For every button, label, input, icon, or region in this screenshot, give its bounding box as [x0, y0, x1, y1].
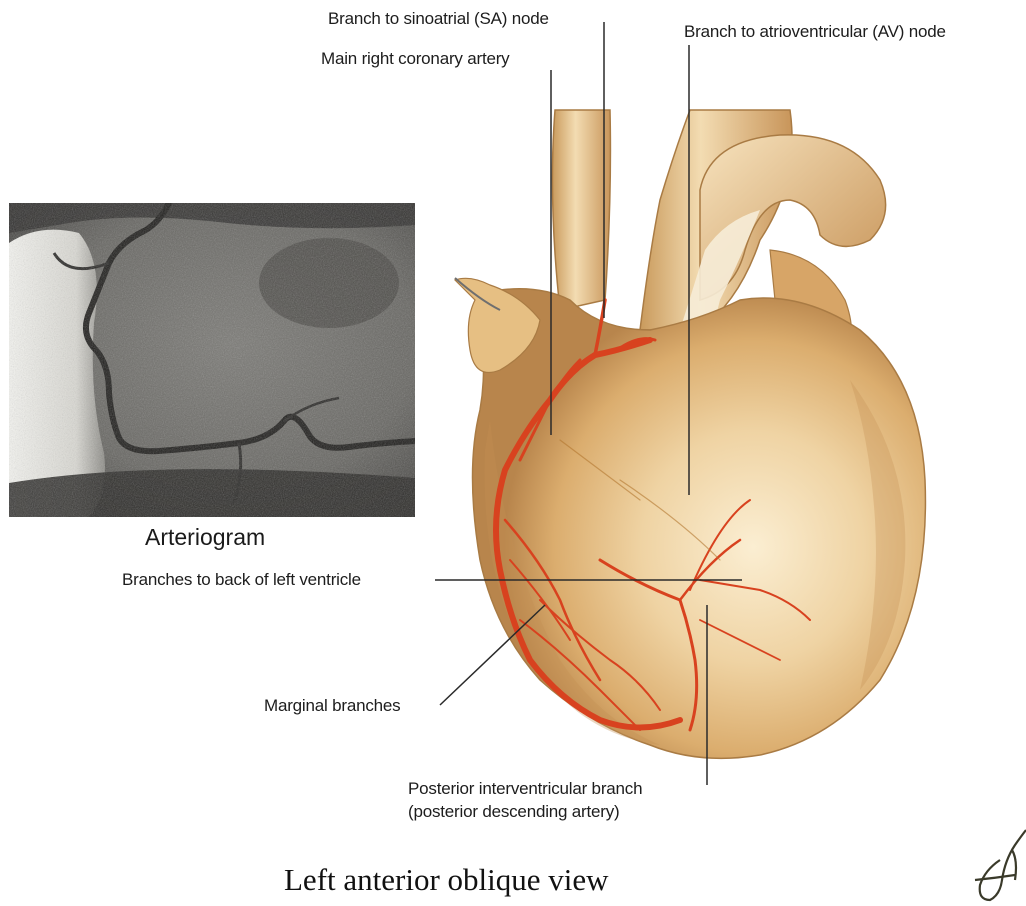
artist-signature [975, 830, 1026, 900]
label-back-left-ventricle: Branches to back of left ventricle [122, 570, 361, 590]
label-posterior-descending: (posterior descending artery) [408, 802, 620, 822]
label-sa-node: Branch to sinoatrial (SA) node [328, 9, 549, 29]
heart-body [473, 289, 926, 759]
label-av-node: Branch to atrioventricular (AV) node [684, 22, 946, 42]
view-title: Left anterior oblique view [284, 862, 609, 898]
arteriogram-caption: Arteriogram [145, 524, 265, 551]
label-marginal-branches: Marginal branches [264, 696, 400, 716]
label-posterior-interventricular: Posterior interventricular branch [408, 779, 642, 799]
label-main-rca: Main right coronary artery [321, 49, 509, 69]
